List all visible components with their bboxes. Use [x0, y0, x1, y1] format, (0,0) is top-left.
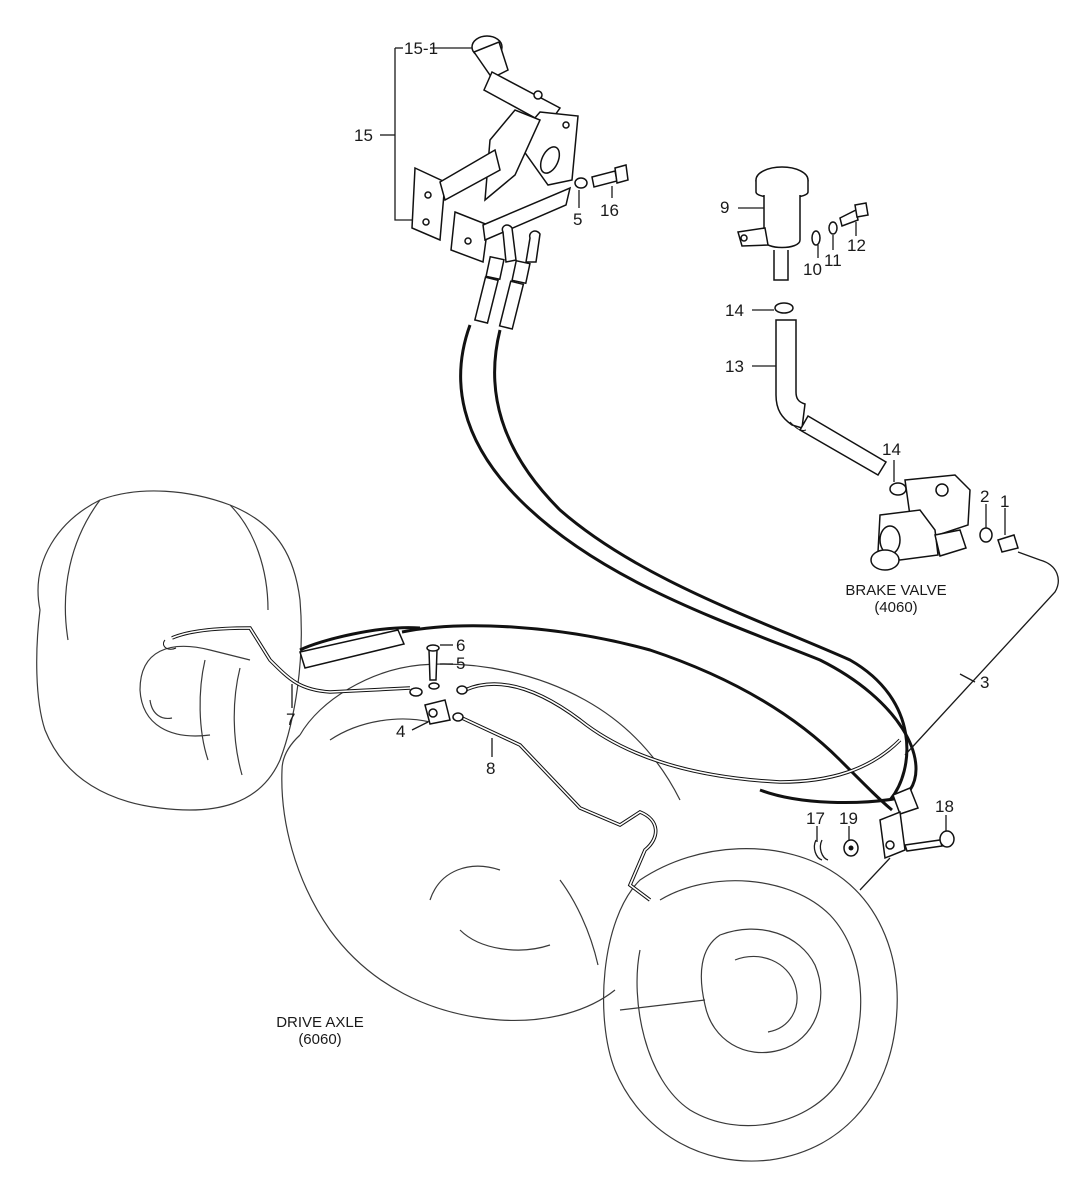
brake-valve-drawing — [870, 474, 1059, 756]
callout-2: 2 — [980, 487, 989, 506]
brake-valve-caption: BRAKE VALVE — [845, 582, 946, 599]
brake-cables-drawing — [299, 324, 918, 812]
drive-axle-caption: DRIVE AXLE — [276, 1014, 364, 1031]
callout-labels: 15-1 15 5 16 9 10 11 12 14 13 14 2 1 3 6… — [286, 39, 1009, 828]
callout-18: 18 — [935, 797, 954, 816]
callout-14-valve-clamp: 14 — [882, 440, 901, 459]
callout-15: 15 — [354, 126, 373, 145]
callout-10: 10 — [803, 260, 822, 279]
drive-axle-drawing — [36, 490, 898, 1162]
brake-valve-code: (4060) — [874, 599, 917, 616]
callout-3: 3 — [980, 673, 989, 692]
drive-axle-code: (6060) — [298, 1031, 341, 1048]
captions: BRAKE VALVE (4060) DRIVE AXLE (6060) — [276, 582, 946, 1048]
callout-9: 9 — [720, 198, 729, 217]
callout-14-reservoir-clamp: 14 — [725, 301, 744, 320]
callout-17: 17 — [806, 809, 825, 828]
callout-1: 1 — [1000, 492, 1009, 511]
callout-13: 13 — [725, 357, 744, 376]
callout-16: 16 — [600, 201, 619, 220]
callout-6: 6 — [456, 636, 465, 655]
callout-5-lever-washer: 5 — [573, 210, 582, 229]
brake-fluid-reservoir-drawing — [737, 166, 907, 496]
callout-4: 4 — [396, 722, 405, 741]
cable-end-hardware-drawing — [813, 787, 955, 891]
callout-7: 7 — [286, 710, 295, 729]
parking-brake-lever-drawing — [411, 35, 629, 330]
callout-11: 11 — [824, 251, 842, 270]
leader-lines — [291, 47, 1006, 842]
callout-8: 8 — [486, 759, 495, 778]
callout-5-tee-washer: 5 — [456, 654, 465, 673]
callout-19: 19 — [839, 809, 858, 828]
callout-15-1: 15-1 — [404, 39, 438, 58]
callout-12: 12 — [847, 236, 866, 255]
brake-lines-drawing — [162, 626, 902, 902]
